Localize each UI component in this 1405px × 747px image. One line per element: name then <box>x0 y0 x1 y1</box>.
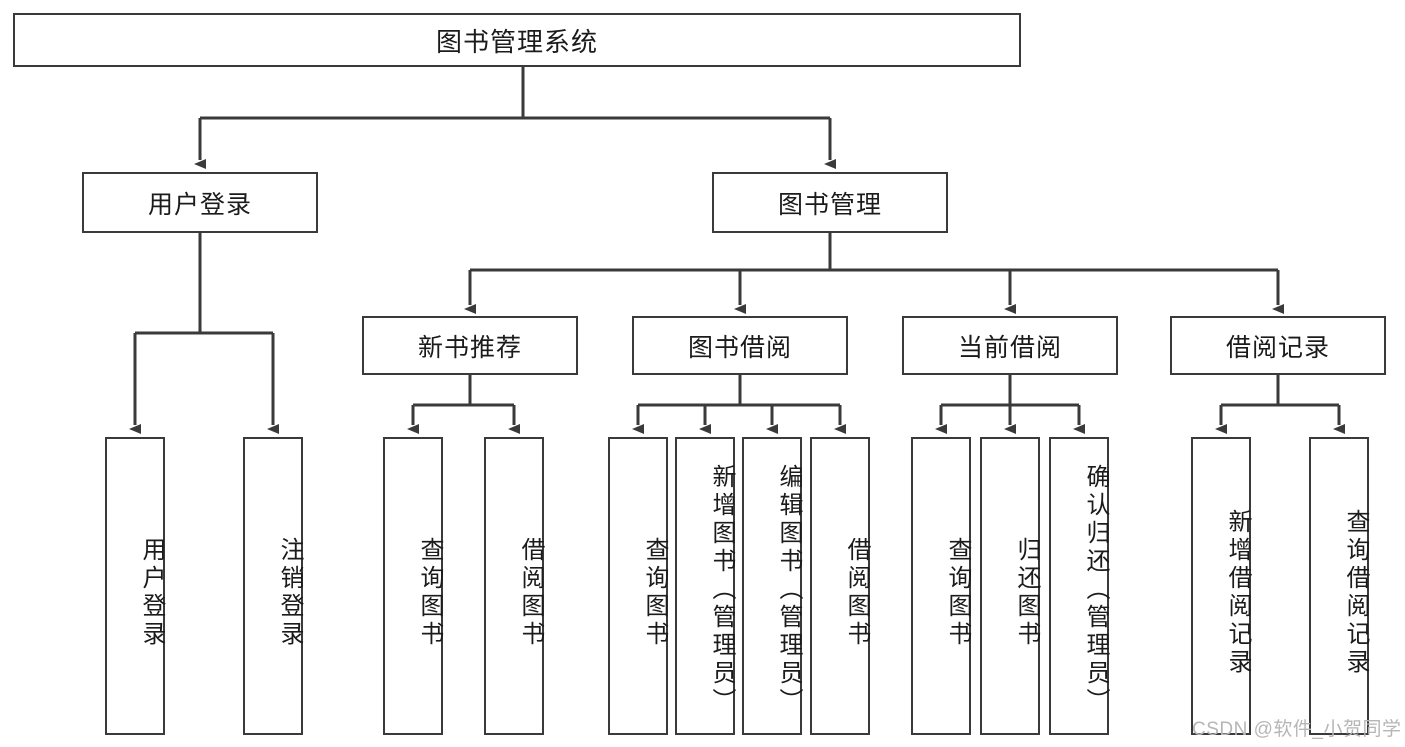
leaf-user-login-signin[interactable]: 用户登录 <box>105 437 165 735</box>
leaf-user-login-signout[interactable]: 注销登录 <box>243 437 303 735</box>
node-current-borrow[interactable]: 当前借阅 <box>902 316 1118 375</box>
leaf-new-book-borrow-book[interactable]: 借阅图书 <box>484 437 544 735</box>
leaf-book-borrow-borrow-book[interactable]: 借阅图书 <box>810 437 870 735</box>
leaf-book-borrow-query-book[interactable]: 查询图书 <box>608 437 668 735</box>
node-borrow-record[interactable]: 借阅记录 <box>1170 316 1386 375</box>
leaf-current-borrow-return-book[interactable]: 归还图书 <box>980 437 1040 735</box>
leaf-new-book-query-book[interactable]: 查询图书 <box>383 437 443 735</box>
node-book-borrow[interactable]: 图书借阅 <box>632 316 848 375</box>
leaf-book-borrow-add-book-admin[interactable]: 新增图书（管理员） <box>675 437 735 735</box>
csdn-watermark: CSDN @软件_小贺同学 <box>1192 719 1402 740</box>
leaf-current-borrow-confirm-return-admin[interactable]: 确认归还（管理员） <box>1049 437 1109 735</box>
leaf-current-borrow-query-book[interactable]: 查询图书 <box>911 437 971 735</box>
leaf-borrow-record-add-record[interactable]: 新增借阅记录 <box>1191 437 1251 735</box>
leaf-borrow-record-query-record[interactable]: 查询借阅记录 <box>1309 437 1369 735</box>
leaf-book-borrow-edit-book-admin[interactable]: 编辑图书（管理员） <box>742 437 802 735</box>
node-new-book-recommend[interactable]: 新书推荐 <box>362 316 578 375</box>
node-user-login[interactable]: 用户登录 <box>82 172 318 233</box>
node-root-book-management-system[interactable]: 图书管理系统 <box>13 13 1021 67</box>
node-book-management[interactable]: 图书管理 <box>712 172 948 233</box>
